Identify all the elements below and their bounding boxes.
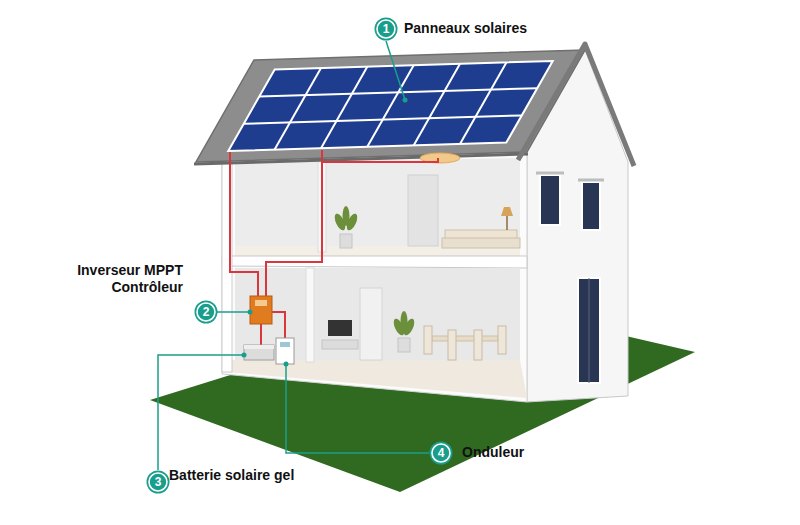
controller-box (250, 296, 272, 324)
battery-box (244, 345, 274, 360)
wiring (230, 150, 438, 345)
leader-line (286, 364, 429, 453)
callout-label: Onduleur (462, 444, 622, 461)
window (582, 182, 600, 230)
callout-number: 4 (429, 441, 453, 465)
leader-dot (403, 98, 408, 103)
chair (448, 330, 456, 360)
partition-wall (306, 268, 314, 362)
leader-dot (242, 353, 247, 358)
chair (498, 326, 506, 354)
plant (333, 206, 360, 232)
panel-seam (244, 115, 522, 123)
chairs (424, 326, 506, 360)
callout-number: 3 (146, 470, 170, 494)
callout-label: Inverseur MPPT Contrôleur (52, 262, 183, 296)
callout-ring (147, 471, 170, 494)
callout-ring (375, 18, 398, 41)
window-frame (589, 278, 590, 383)
door (360, 288, 382, 360)
panel-seam (367, 65, 413, 147)
chair (424, 326, 432, 354)
callout-ring (195, 301, 218, 324)
sofa-seat (442, 238, 520, 248)
roof-eave (194, 154, 528, 164)
wire (260, 324, 262, 345)
leader-lines (158, 41, 429, 470)
callout-ring (430, 442, 453, 465)
callout-number: 2 (194, 300, 218, 324)
leaf (401, 311, 408, 331)
door (408, 175, 438, 246)
inverter-box (276, 338, 294, 364)
wire (266, 150, 322, 296)
solar-panel-array (228, 61, 552, 151)
callout-marker: 4Onduleur (429, 441, 453, 465)
window (578, 278, 600, 383)
window-sill (578, 179, 604, 182)
leaf (343, 206, 350, 226)
inverter-screen (280, 342, 290, 347)
leader-line (217, 311, 250, 313)
wire (272, 312, 285, 338)
panel-grid (244, 62, 537, 149)
callout-number: 1 (374, 17, 398, 41)
leader-line (386, 41, 405, 100)
lamp-stand (506, 215, 508, 230)
leader-dot (284, 362, 289, 367)
callout-marker: 2Inverseur MPPT Contrôleur (194, 300, 218, 324)
plant-pot (398, 338, 410, 352)
panel-seam (321, 67, 367, 149)
callout-label: Batterie solaire gel (169, 467, 299, 484)
leader-dot (248, 310, 253, 315)
television (328, 320, 352, 336)
window-sill (536, 172, 564, 175)
plant (392, 311, 417, 337)
panel-seam (275, 68, 321, 150)
panel-seam (259, 88, 537, 96)
panel-seam (460, 62, 506, 144)
panel-seam (414, 64, 460, 146)
plant-pot (340, 234, 352, 248)
lower-floor (226, 360, 527, 398)
dining-table (432, 336, 498, 341)
battery-top (244, 345, 274, 349)
wire (322, 158, 438, 162)
lamp-shade (501, 207, 513, 216)
wire (230, 152, 258, 296)
upper-room-wall (235, 158, 520, 252)
tv-stand (322, 340, 358, 349)
chair (474, 330, 482, 360)
callout-label: Panneaux solaires (404, 20, 624, 37)
window (540, 175, 560, 225)
leader-line (158, 355, 244, 470)
leader-dots (242, 98, 408, 367)
controller-screen (255, 300, 267, 306)
callout-marker: 3Batterie solaire gel (146, 470, 170, 494)
callout-marker: 1Panneaux solaires (374, 17, 398, 41)
house-body (222, 152, 527, 402)
